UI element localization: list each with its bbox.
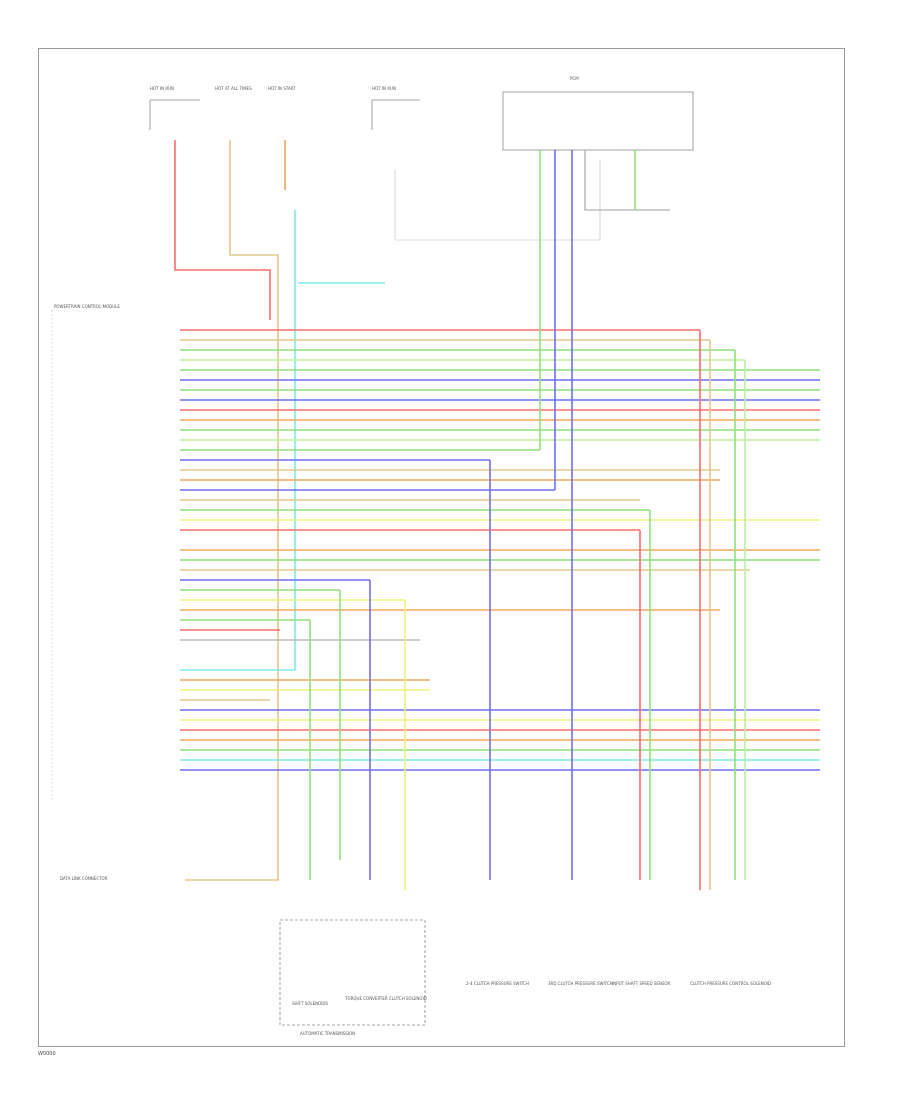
connector-label-top-right: PCM [570, 76, 579, 81]
diagram-frame [38, 48, 845, 1047]
footer-code: W0000 [38, 1051, 56, 1057]
left-block-label: POWERTRAIN CONTROL MODULE [54, 304, 120, 309]
lower-left-label: DATA LINK CONNECTOR [60, 876, 108, 881]
dashed-link [394, 160, 601, 241]
diagram-static-elements: HOT IN RUN HOT AT ALL TIMES HOT IN START… [38, 76, 771, 1057]
wire-2 [185, 140, 279, 881]
connector-label-top-mid-a: HOT IN START [268, 86, 296, 91]
wires-group [174, 140, 820, 890]
connector-label-top-left-b: HOT AT ALL TIMES [215, 86, 252, 91]
top-connector-bracket-mid [371, 99, 420, 130]
sensor-2-label: 3RD CLUTCH PRESSURE SWITCH [548, 981, 613, 986]
sensor-1-label: 2-4 CLUTCH PRESSURE SWITCH [466, 981, 529, 986]
transmission-label: AUTOMATIC TRANSMISSION [300, 1031, 355, 1036]
shift-solenoids-label: SHIFT SOLENOIDS [292, 1001, 329, 1006]
wire-62 [584, 150, 670, 211]
transmission-box [279, 919, 426, 1026]
wire-1 [174, 140, 271, 320]
top-connector-bracket-left [149, 99, 200, 130]
torque-converter-label: TORQUE CONVERTER CLUTCH SOLENOID [344, 996, 427, 1001]
sensor-3-label: INPUT SHAFT SPEED SENSOR [612, 981, 671, 986]
wire-4 [180, 210, 296, 671]
pcm-top-connector [502, 91, 694, 151]
connector-label-top-mid-b: HOT IN RUN [372, 86, 396, 91]
connector-label-top-left-a: HOT IN RUN [150, 86, 174, 91]
sensor-4-label: CLUTCH PRESSURE CONTROL SOLENOID [690, 981, 771, 986]
